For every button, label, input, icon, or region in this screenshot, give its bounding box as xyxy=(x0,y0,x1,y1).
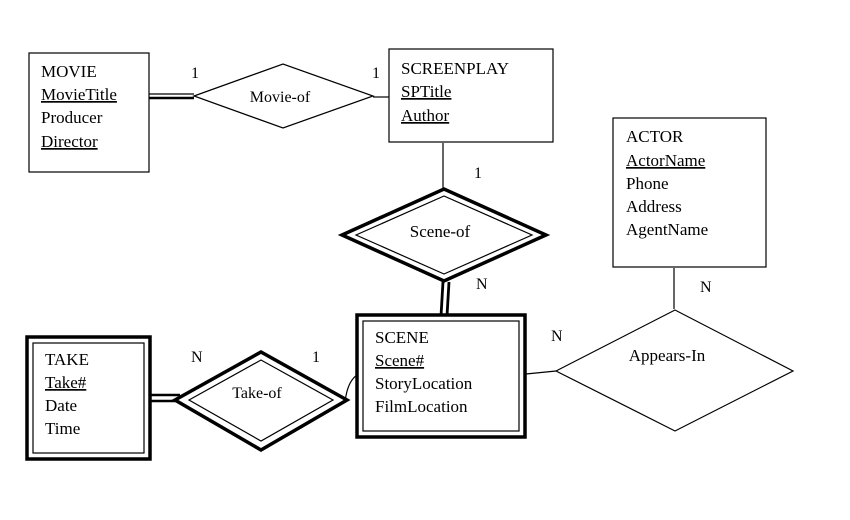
entity-movie-attr-producer: Producer xyxy=(41,108,103,127)
entity-scene-name: SCENE xyxy=(375,328,429,347)
connector-movie-movie-of xyxy=(149,93,194,100)
entity-screenplay-name: SCREENPLAY xyxy=(401,59,509,78)
entity-actor-attr-address: Address xyxy=(626,197,682,216)
entity-actor-name: ACTOR xyxy=(626,127,684,146)
relationship-appears-in-label: Appears-In xyxy=(629,346,706,365)
entity-movie-name: MOVIE xyxy=(41,62,97,81)
entity-actor: ACTOR ActorName Phone Address AgentName xyxy=(612,117,767,268)
relationship-scene-of-label: Scene-of xyxy=(410,222,471,241)
entity-scene-attr-storylocation: StoryLocation xyxy=(375,374,473,393)
relationship-movie-of: Movie-of xyxy=(192,63,375,129)
entity-movie: MOVIE MovieTitle Producer Director xyxy=(28,52,150,173)
cardinality-take-of-take: N xyxy=(191,349,203,366)
entity-actor-attr-agentname: AgentName xyxy=(626,220,708,239)
entity-scene: SCENE Scene# StoryLocation FilmLocation xyxy=(355,313,527,439)
cardinality-scene-of-scene: N xyxy=(476,276,488,293)
cardinality-movie-of-movie: 1 xyxy=(191,65,199,82)
entity-take-attr-time: Time xyxy=(45,419,80,438)
entity-movie-attr-movietitle: MovieTitle xyxy=(41,85,117,104)
entity-scene-attr-scene-number: Scene# xyxy=(375,351,425,370)
entity-screenplay-attr-author: Author xyxy=(401,106,450,125)
connector-scene-of-scene xyxy=(439,281,451,317)
relationship-take-of: Take-of xyxy=(171,349,351,453)
entity-take-attr-date: Date xyxy=(45,396,77,415)
cardinality-scene-of-screenplay: 1 xyxy=(474,165,482,182)
relationship-movie-of-label: Movie-of xyxy=(250,89,311,106)
entity-take-name: TAKE xyxy=(45,350,89,369)
entity-screenplay-attr-sptitle: SPTitle xyxy=(401,82,451,101)
entity-movie-attr-director: Director xyxy=(41,132,98,151)
cardinality-appears-in-actor: N xyxy=(700,279,712,296)
relationship-appears-in: Appears-In xyxy=(554,309,795,432)
entity-actor-attr-actorname: ActorName xyxy=(626,151,705,170)
entity-take-attr-take-number: Take# xyxy=(45,373,87,392)
relationship-take-of-label: Take-of xyxy=(232,385,282,402)
entity-actor-attr-phone: Phone xyxy=(626,174,669,193)
connector-scene-appears-in xyxy=(525,370,557,375)
cardinality-take-of-scene: 1 xyxy=(312,349,320,366)
entity-scene-attr-filmlocation: FilmLocation xyxy=(375,397,468,416)
cardinality-appears-in-scene: N xyxy=(551,328,563,345)
entity-take: TAKE Take# Date Time xyxy=(25,335,152,461)
entity-screenplay: SCREENPLAY SPTitle Author xyxy=(388,48,554,143)
cardinality-movie-of-screenplay: 1 xyxy=(372,65,380,82)
relationship-scene-of: Scene-of xyxy=(337,187,551,283)
